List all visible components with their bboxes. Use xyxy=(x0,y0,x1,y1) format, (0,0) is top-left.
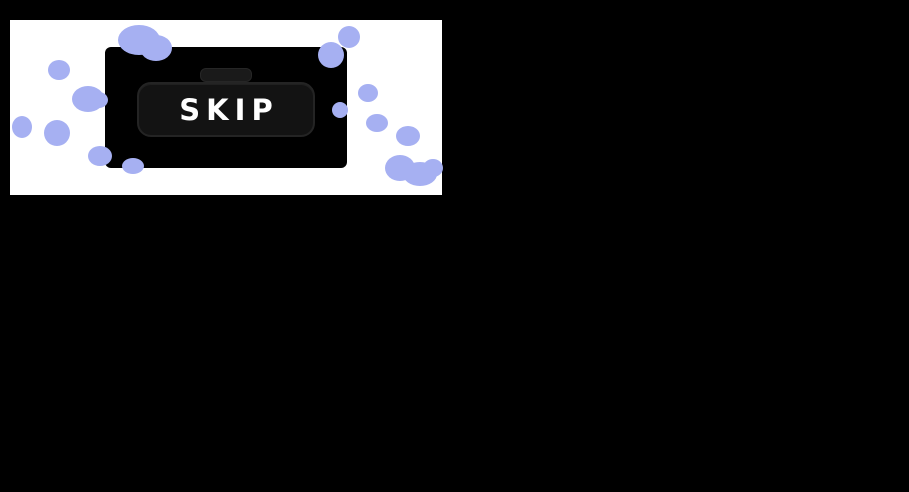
paint-blob xyxy=(44,120,70,146)
skip-button[interactable]: SKIP xyxy=(137,82,315,137)
paint-blob xyxy=(366,114,388,132)
paint-blob xyxy=(403,162,437,186)
drawing-canvas[interactable]: SKIP xyxy=(10,20,443,195)
paint-blob xyxy=(423,159,443,177)
paint-blob xyxy=(12,116,32,138)
paint-blob xyxy=(338,26,360,48)
paint-blob xyxy=(396,126,420,146)
panel-handle xyxy=(200,68,252,82)
skip-panel: SKIP xyxy=(105,47,347,168)
paint-blob xyxy=(358,84,378,102)
paint-blob xyxy=(72,86,104,112)
paint-blob xyxy=(385,155,415,181)
paint-blob xyxy=(48,60,70,80)
